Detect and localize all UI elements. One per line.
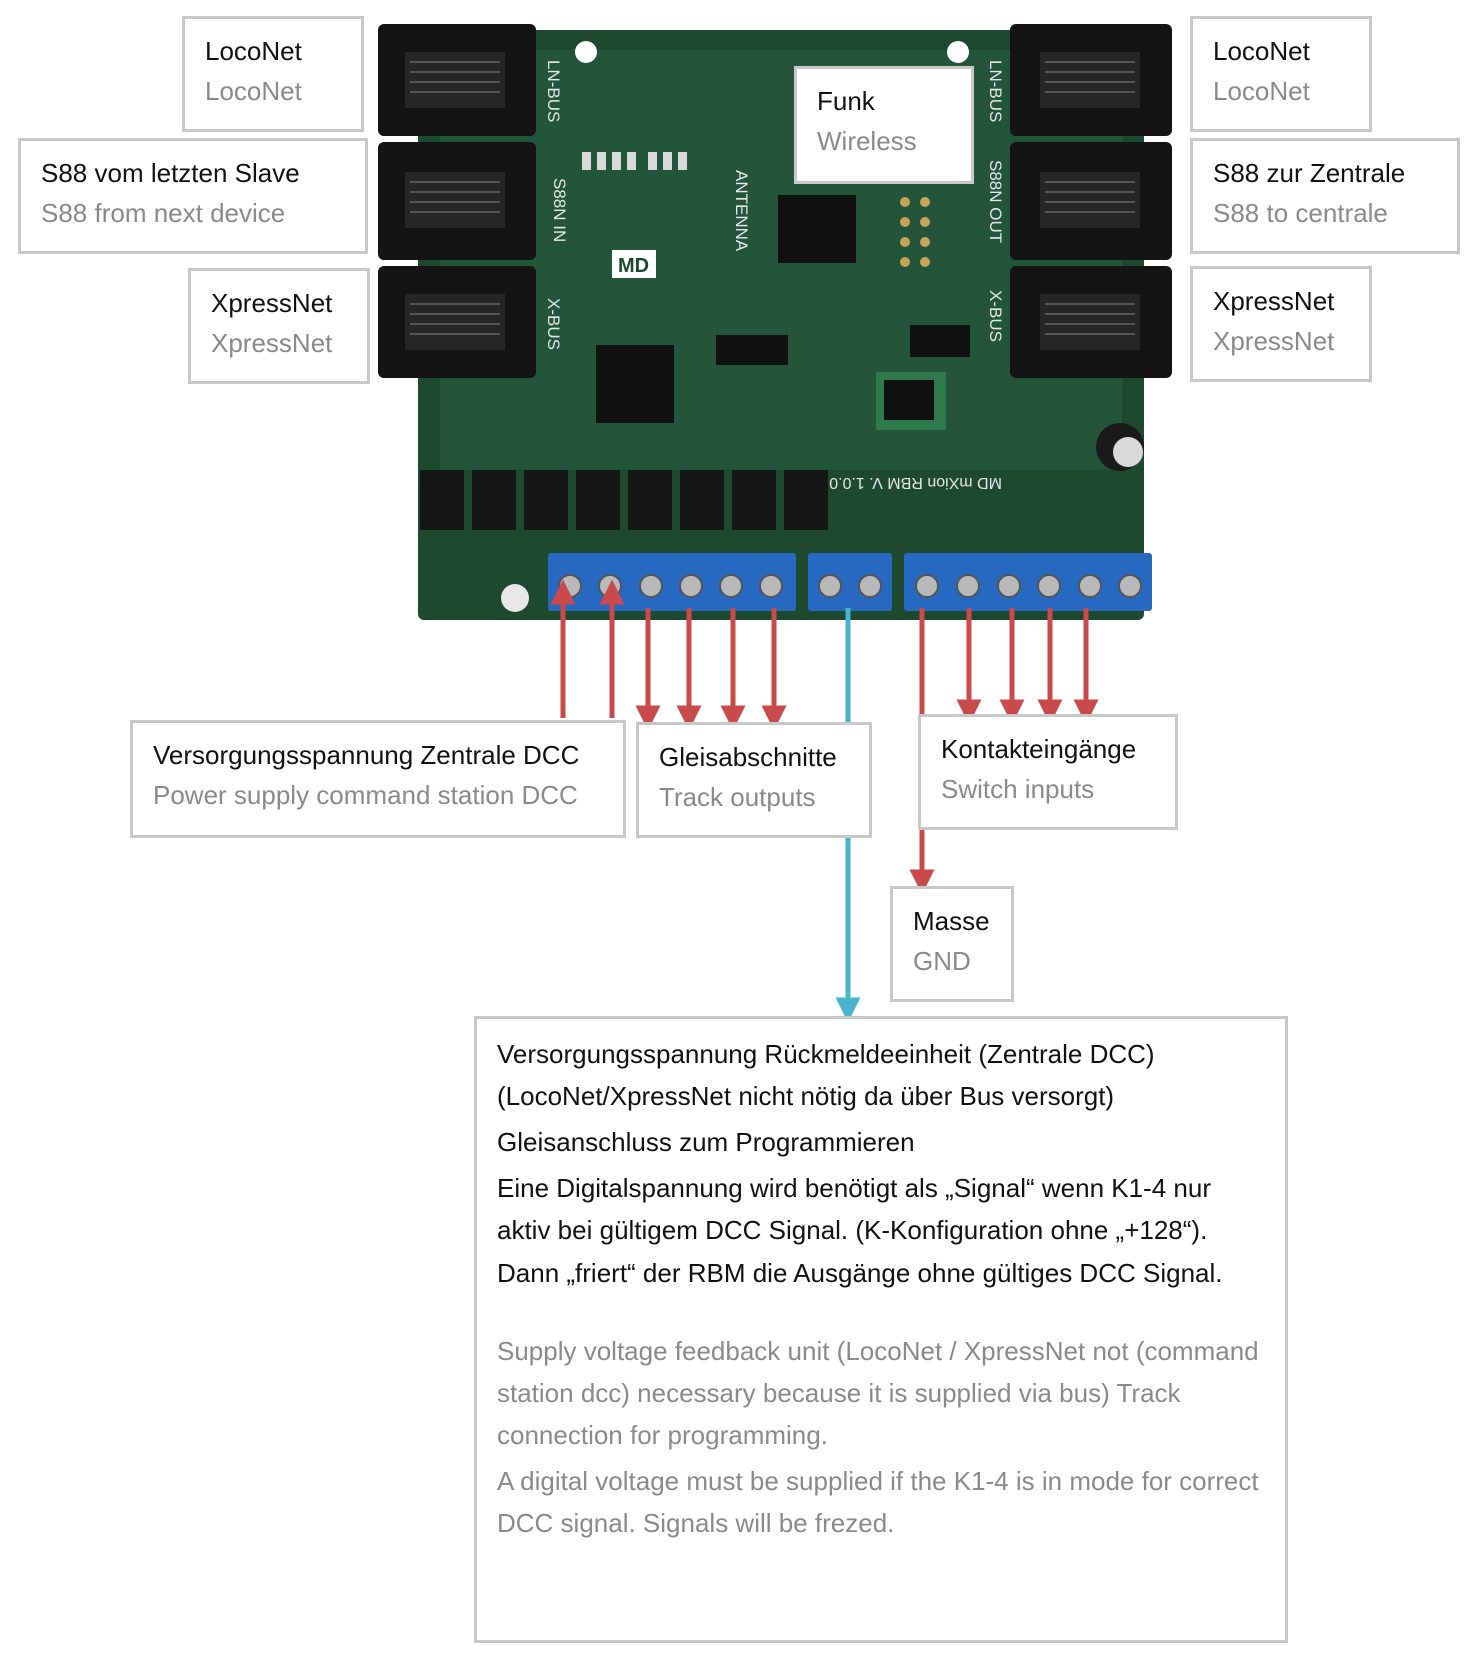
note-spacer xyxy=(497,1294,1265,1330)
label-contacts-de: Kontakteingänge xyxy=(941,734,1137,764)
capacitor-top xyxy=(1113,437,1143,467)
label-track-en: Track outputs xyxy=(659,782,816,813)
label-supply-de: Versorgungsspannung Zentrale DCC xyxy=(153,740,580,770)
note-de-line-4: Eine Digitalspannung wird benötigt als „… xyxy=(497,1173,1223,1288)
label-track-de: Gleisabschnitte xyxy=(659,742,837,772)
label-contacts: Kontakteingänge Switch inputs xyxy=(918,714,1178,830)
note-de-line-2: (LocoNet/XpressNet nicht nötig da über B… xyxy=(497,1081,1115,1112)
terminal-block-program xyxy=(808,553,892,611)
status-leds xyxy=(582,152,687,170)
silkscreen-antenna: ANTENNA xyxy=(732,170,751,252)
smd-chip xyxy=(716,335,788,365)
terminal-block-track xyxy=(548,553,796,611)
mounting-hole xyxy=(575,41,597,63)
silkscreen-s88n-in: S88N IN xyxy=(550,178,569,242)
silkscreen-ln-bus-right: LN-BUS xyxy=(986,60,1005,122)
program-track-note: Versorgungsspannung Rückmeldeeinheit (Ze… xyxy=(474,1016,1288,1643)
label-s88-out: S88 zur Zentrale S88 to centrale xyxy=(1190,138,1460,254)
label-xpressnet-left-de: XpressNet xyxy=(211,288,333,318)
rj-connector-right-loconet xyxy=(1010,24,1172,136)
terminal-block-contacts xyxy=(904,553,1152,611)
label-xpressnet-right: XpressNet XpressNet xyxy=(1190,266,1372,382)
label-ground: Masse GND xyxy=(890,886,1014,1002)
label-funk: Funk Wireless xyxy=(794,66,974,184)
label-loconet-left: LocoNet LocoNet xyxy=(182,16,364,132)
small-capacitor xyxy=(501,584,529,612)
silkscreen-x-bus-right: X-BUS xyxy=(986,290,1005,342)
note-de-line-1: Versorgungsspannung Rückmeldeeinheit (Ze… xyxy=(497,1039,1155,1069)
rj-connector-left-s88 xyxy=(378,142,536,260)
label-ground-de: Masse xyxy=(913,906,990,936)
label-xpressnet-left: XpressNet XpressNet xyxy=(188,268,370,384)
label-loconet-right-de: LocoNet xyxy=(1213,36,1310,66)
md-logo xyxy=(612,250,656,278)
label-funk-en: Wireless xyxy=(817,126,917,157)
note-en-line-1: Supply voltage feedback unit (LocoNet / … xyxy=(497,1335,1259,1450)
label-loconet-left-en: LocoNet xyxy=(205,76,302,107)
label-s88-in-de: S88 vom letzten Slave xyxy=(41,158,300,188)
pin-header xyxy=(900,197,930,267)
label-contacts-en: Switch inputs xyxy=(941,774,1095,805)
silkscreen-version: MD mXion RBM V. 1.0.0 xyxy=(829,474,1002,491)
rj-connector-right-s88 xyxy=(1010,142,1172,260)
label-funk-de: Funk xyxy=(817,86,875,116)
label-s88-in: S88 vom letzten Slave S88 from next devi… xyxy=(18,138,368,254)
label-ground-en: GND xyxy=(913,946,971,977)
label-loconet-right-en: LocoNet xyxy=(1213,76,1310,107)
wireless-chip xyxy=(778,195,856,263)
voltage-regulator-body xyxy=(884,380,934,420)
label-xpressnet-left-en: XpressNet xyxy=(211,328,333,359)
label-s88-out-de: S88 zur Zentrale xyxy=(1213,158,1406,188)
silkscreen-ln-bus-left: LN-BUS xyxy=(544,60,563,122)
silkscreen-s88n-out: S88N OUT xyxy=(986,160,1005,243)
label-xpressnet-right-de: XpressNet xyxy=(1213,286,1335,316)
note-en-line-2: A digital voltage must be supplied if th… xyxy=(497,1465,1259,1539)
label-supply-en: Power supply command station DCC xyxy=(153,780,578,811)
label-s88-out-en: S88 to centrale xyxy=(1213,198,1388,229)
rj-connector-left-loconet xyxy=(378,24,536,136)
label-loconet-left-de: LocoNet xyxy=(205,36,302,66)
label-supply: Versorgungsspannung Zentrale DCC Power s… xyxy=(130,720,626,838)
smd-chip xyxy=(910,325,970,357)
note-de-line-3: Gleisanschluss zum Programmieren xyxy=(497,1127,915,1158)
md-logo-text: MD xyxy=(618,255,649,277)
rj-connector-right-xpressnet xyxy=(1010,266,1172,378)
rj-connector-left-xpressnet xyxy=(378,266,536,378)
label-s88-in-en: S88 from next device xyxy=(41,198,286,229)
microcontroller-chip xyxy=(596,345,674,423)
label-track: Gleisabschnitte Track outputs xyxy=(636,722,872,838)
mounting-hole xyxy=(947,41,969,63)
label-loconet-right: LocoNet LocoNet xyxy=(1190,16,1372,132)
power-transistors xyxy=(420,470,828,530)
label-xpressnet-right-en: XpressNet xyxy=(1213,326,1335,357)
silkscreen-x-bus-left: X-BUS xyxy=(544,298,563,350)
